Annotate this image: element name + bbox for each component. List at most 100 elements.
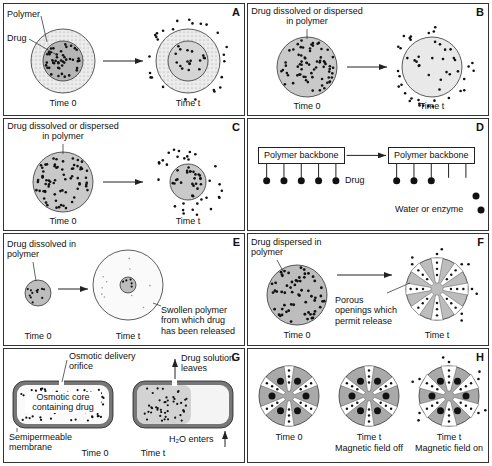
drug-particle: [60, 50, 63, 53]
drug-particle: [64, 43, 67, 46]
drug-particle: [181, 419, 183, 421]
drug-core: [168, 41, 208, 81]
drug-particle: [65, 207, 68, 210]
drug-particle: [459, 402, 461, 404]
drug-particle: [332, 67, 335, 70]
drug-particle: [467, 65, 470, 68]
drug-particle: [78, 183, 81, 186]
drug-particle: [462, 288, 464, 290]
drug-particle: [63, 75, 66, 78]
drug-particle: [314, 310, 317, 313]
drug-particle: [471, 62, 474, 65]
drug-particle: [281, 308, 284, 311]
drug-particle: [69, 58, 72, 61]
drug-particle: [189, 170, 192, 173]
drug-particle: [176, 20, 179, 23]
drug-particle: [397, 85, 400, 88]
drug-particle: [166, 163, 169, 166]
drug-particle: [385, 385, 387, 387]
pore-channel: [284, 366, 294, 391]
drug-particle: [459, 388, 461, 390]
drug-particle: [417, 55, 420, 58]
drug-particle: [433, 30, 436, 33]
drug-particle: [194, 173, 197, 176]
drug-particle: [436, 302, 438, 304]
drug-particle: [55, 199, 58, 202]
drug-particle: [71, 175, 74, 178]
drug-particle: [440, 79, 443, 82]
drug-particle: [400, 83, 403, 86]
drug-particle: [305, 405, 307, 407]
drug-particle: [288, 408, 290, 410]
drug-particle: [332, 56, 335, 59]
drug-particle: [319, 295, 322, 298]
drug-particle: [305, 385, 307, 387]
drug-particle: [460, 319, 463, 322]
drug-particle: [356, 402, 358, 404]
drug-particle: [453, 57, 456, 60]
drug-particle: [297, 293, 300, 296]
drug-particle: [302, 75, 305, 78]
drug-particle: [426, 382, 428, 384]
drug-particle: [313, 313, 316, 316]
drug-particle: [422, 302, 424, 304]
drug-particle: [150, 411, 152, 413]
drug-particle: [467, 263, 470, 266]
drug-particle: [156, 409, 158, 411]
polymer-sphere: [156, 29, 220, 93]
polymer-sphere: [339, 366, 399, 426]
drug-particle: [417, 99, 420, 102]
box-text: Polymer backbone: [264, 150, 339, 161]
drug-particle: [159, 415, 161, 417]
drug-particle: [194, 153, 197, 156]
drug-particle: [178, 150, 181, 153]
drug-particle: [436, 253, 439, 256]
drug-particle: [54, 179, 57, 182]
drug-particle: [288, 414, 290, 416]
drug-particle: [64, 178, 67, 181]
drug-particle: [434, 26, 437, 29]
drug-particle: [152, 392, 154, 394]
drug-particle: [288, 375, 290, 377]
annotation-label: Time 0: [24, 331, 51, 341]
drug-particle: [76, 67, 79, 70]
drug-particle: [187, 166, 190, 169]
leader-line: [41, 16, 47, 42]
drug-particle: [45, 201, 48, 204]
drug-particle: [309, 50, 312, 53]
drug-particle: [291, 281, 294, 284]
pore-channel: [373, 397, 398, 415]
drug-particle: [311, 76, 314, 79]
drug-particle: [63, 56, 66, 59]
drug-particle: [97, 413, 99, 415]
polymer-sphere: [267, 265, 327, 325]
drug-particle: [473, 193, 480, 200]
drug-particle: [319, 59, 322, 62]
annotation-label: Magnetic field off: [335, 443, 403, 453]
drug-particle: [440, 248, 443, 251]
drug-particle: [287, 271, 290, 274]
time-arrow: [58, 289, 88, 290]
drug-particle: [46, 163, 49, 166]
annotation-label: Time t: [357, 432, 382, 442]
drug-particle: [418, 65, 421, 68]
drug-particle: [450, 288, 452, 290]
drug-particle: [286, 72, 289, 75]
drug-particle: [276, 402, 278, 404]
drug-particle: [98, 389, 100, 391]
pore-channel: [411, 263, 434, 286]
drug-particle: [315, 66, 318, 69]
box-text: Polymer backbone: [394, 150, 469, 161]
drug-particle: [203, 57, 206, 60]
leader-line: [63, 144, 64, 154]
drug-particle: [299, 73, 302, 76]
drug-particle: [51, 59, 54, 62]
drug-particle: [477, 378, 480, 381]
drug-particle: [104, 296, 106, 298]
pore-channel: [443, 283, 468, 295]
drug-particle: [173, 148, 176, 151]
drug-particle: [57, 75, 60, 78]
drug-particle: [32, 301, 34, 303]
drug-particle: [70, 44, 73, 47]
drug-particle: [218, 196, 221, 199]
